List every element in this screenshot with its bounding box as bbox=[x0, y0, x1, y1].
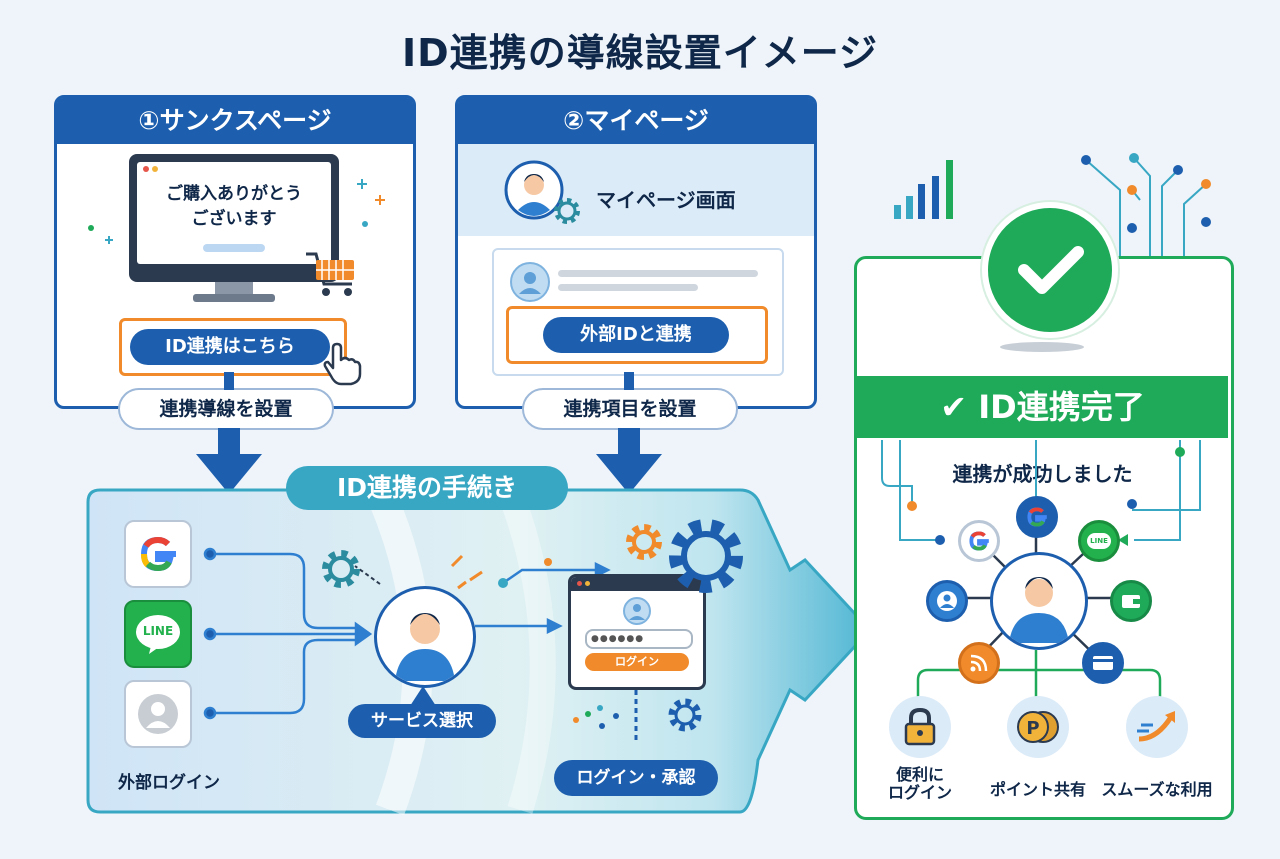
check-circle-icon bbox=[982, 202, 1118, 338]
sparkle-decoration bbox=[85, 218, 115, 248]
line-icon bbox=[136, 615, 180, 654]
gear-icon bbox=[550, 194, 584, 228]
success-message: 連携が成功しました bbox=[952, 462, 1133, 486]
user-avatar-icon bbox=[504, 160, 564, 220]
external-login-caption: 外部ログイン bbox=[118, 773, 220, 793]
shopping-cart-icon bbox=[302, 246, 362, 306]
profile-avatar-icon bbox=[510, 262, 550, 302]
thanks-message-line2: ございます bbox=[191, 209, 277, 229]
svg-text:P: P bbox=[1026, 718, 1039, 739]
benefit-points-label: ポイント共有 bbox=[989, 780, 1086, 799]
thanks-page-tag: 連携導線を設置 bbox=[118, 388, 334, 430]
person-icon bbox=[138, 694, 178, 734]
google-icon bbox=[969, 531, 989, 551]
monitor-illustration: ご購入ありがとう ございます bbox=[129, 154, 339, 304]
google-icon bbox=[140, 536, 176, 572]
my-page-panel: ②マイページ マイページ画面 外部IDと連携 bbox=[455, 95, 817, 409]
wallet-icon bbox=[1122, 595, 1140, 608]
user-select-node bbox=[374, 586, 476, 688]
hub-profile-node bbox=[926, 580, 968, 622]
complete-banner-text: ID連携完了 bbox=[978, 388, 1145, 426]
profile-card: 外部IDと連携 bbox=[492, 248, 784, 376]
thanks-message-line1: ご購入ありがとう bbox=[166, 184, 302, 204]
rss-icon bbox=[970, 654, 988, 672]
benefit-smooth-label: スムーズな利用 bbox=[1101, 780, 1213, 799]
hub-google-node-top bbox=[1016, 496, 1058, 538]
gear-icon-large bbox=[664, 514, 748, 598]
google-icon bbox=[1027, 507, 1047, 527]
credit-card-icon bbox=[1093, 656, 1113, 670]
benefit-points: P ポイント共有 bbox=[980, 696, 1096, 800]
benefit-login: 便利に ログイン bbox=[884, 696, 956, 802]
line-provider-tile[interactable]: LINE bbox=[124, 600, 192, 668]
login-approval-label: ログイン・承認 bbox=[554, 760, 718, 796]
hub-user-node bbox=[990, 552, 1088, 650]
thanks-page-heading: ①サンクスページ bbox=[57, 98, 413, 144]
benefit-smooth: スムーズな利用 bbox=[1094, 696, 1220, 800]
id-link-button[interactable]: ID連携はこちら bbox=[130, 329, 330, 365]
id-link-button-frame: ID連携はこちら bbox=[119, 318, 347, 376]
line-icon: LINE bbox=[1087, 533, 1111, 549]
external-id-button-frame: 外部IDと連携 bbox=[506, 306, 768, 364]
user-icon bbox=[1009, 577, 1069, 643]
thanks-page-panel: ①サンクスページ ご購入ありがとう ございます ID連携はこちら bbox=[54, 95, 416, 409]
my-page-screen-label: マイページ画面 bbox=[596, 188, 736, 212]
sparkle-decoration-right bbox=[353, 174, 393, 234]
check-shadow bbox=[1000, 342, 1084, 352]
hub-card-node bbox=[1082, 642, 1124, 684]
login-window: ●●●●●● ログイン bbox=[568, 574, 706, 690]
guest-provider-tile[interactable] bbox=[124, 680, 192, 748]
checkmark-icon: ✔ bbox=[940, 388, 968, 426]
person-icon bbox=[937, 591, 957, 611]
password-field[interactable]: ●●●●●● bbox=[585, 629, 693, 649]
hub-wallet-node bbox=[1110, 580, 1152, 622]
select-up-arrow bbox=[410, 686, 436, 706]
gear-icon-process-left bbox=[318, 546, 364, 592]
benefit-login-label-1: 便利に bbox=[895, 765, 944, 784]
gear-icon-login-bottom bbox=[664, 694, 706, 736]
google-provider-tile[interactable] bbox=[124, 520, 192, 588]
smooth-arrow-icon bbox=[1126, 696, 1188, 758]
page-title: ID連携の導線設置イメージ bbox=[402, 31, 878, 75]
benefit-login-label-2: ログイン bbox=[887, 783, 952, 802]
external-id-link-button[interactable]: 外部IDと連携 bbox=[543, 317, 729, 353]
lock-icon bbox=[889, 696, 951, 758]
hand-pointer-icon bbox=[319, 342, 363, 386]
complete-banner: ✔ ID連携完了 bbox=[857, 376, 1228, 438]
hub-google-node bbox=[958, 520, 1000, 562]
hub-line-node: LINE bbox=[1078, 520, 1120, 562]
line-icon-label: LINE bbox=[142, 624, 174, 638]
login-avatar-icon bbox=[623, 597, 651, 625]
login-button[interactable]: ログイン bbox=[585, 653, 689, 671]
gear-icon-small-orange bbox=[622, 520, 666, 564]
hub-rss-node bbox=[958, 642, 1000, 684]
my-page-heading: ②マイページ bbox=[458, 98, 814, 144]
user-icon bbox=[395, 613, 455, 681]
process-heading: ID連携の手続き bbox=[286, 466, 568, 510]
service-select-label: サービス選択 bbox=[348, 704, 496, 738]
login-dots-decoration bbox=[573, 690, 638, 740]
point-coin-icon: P bbox=[1007, 696, 1069, 758]
